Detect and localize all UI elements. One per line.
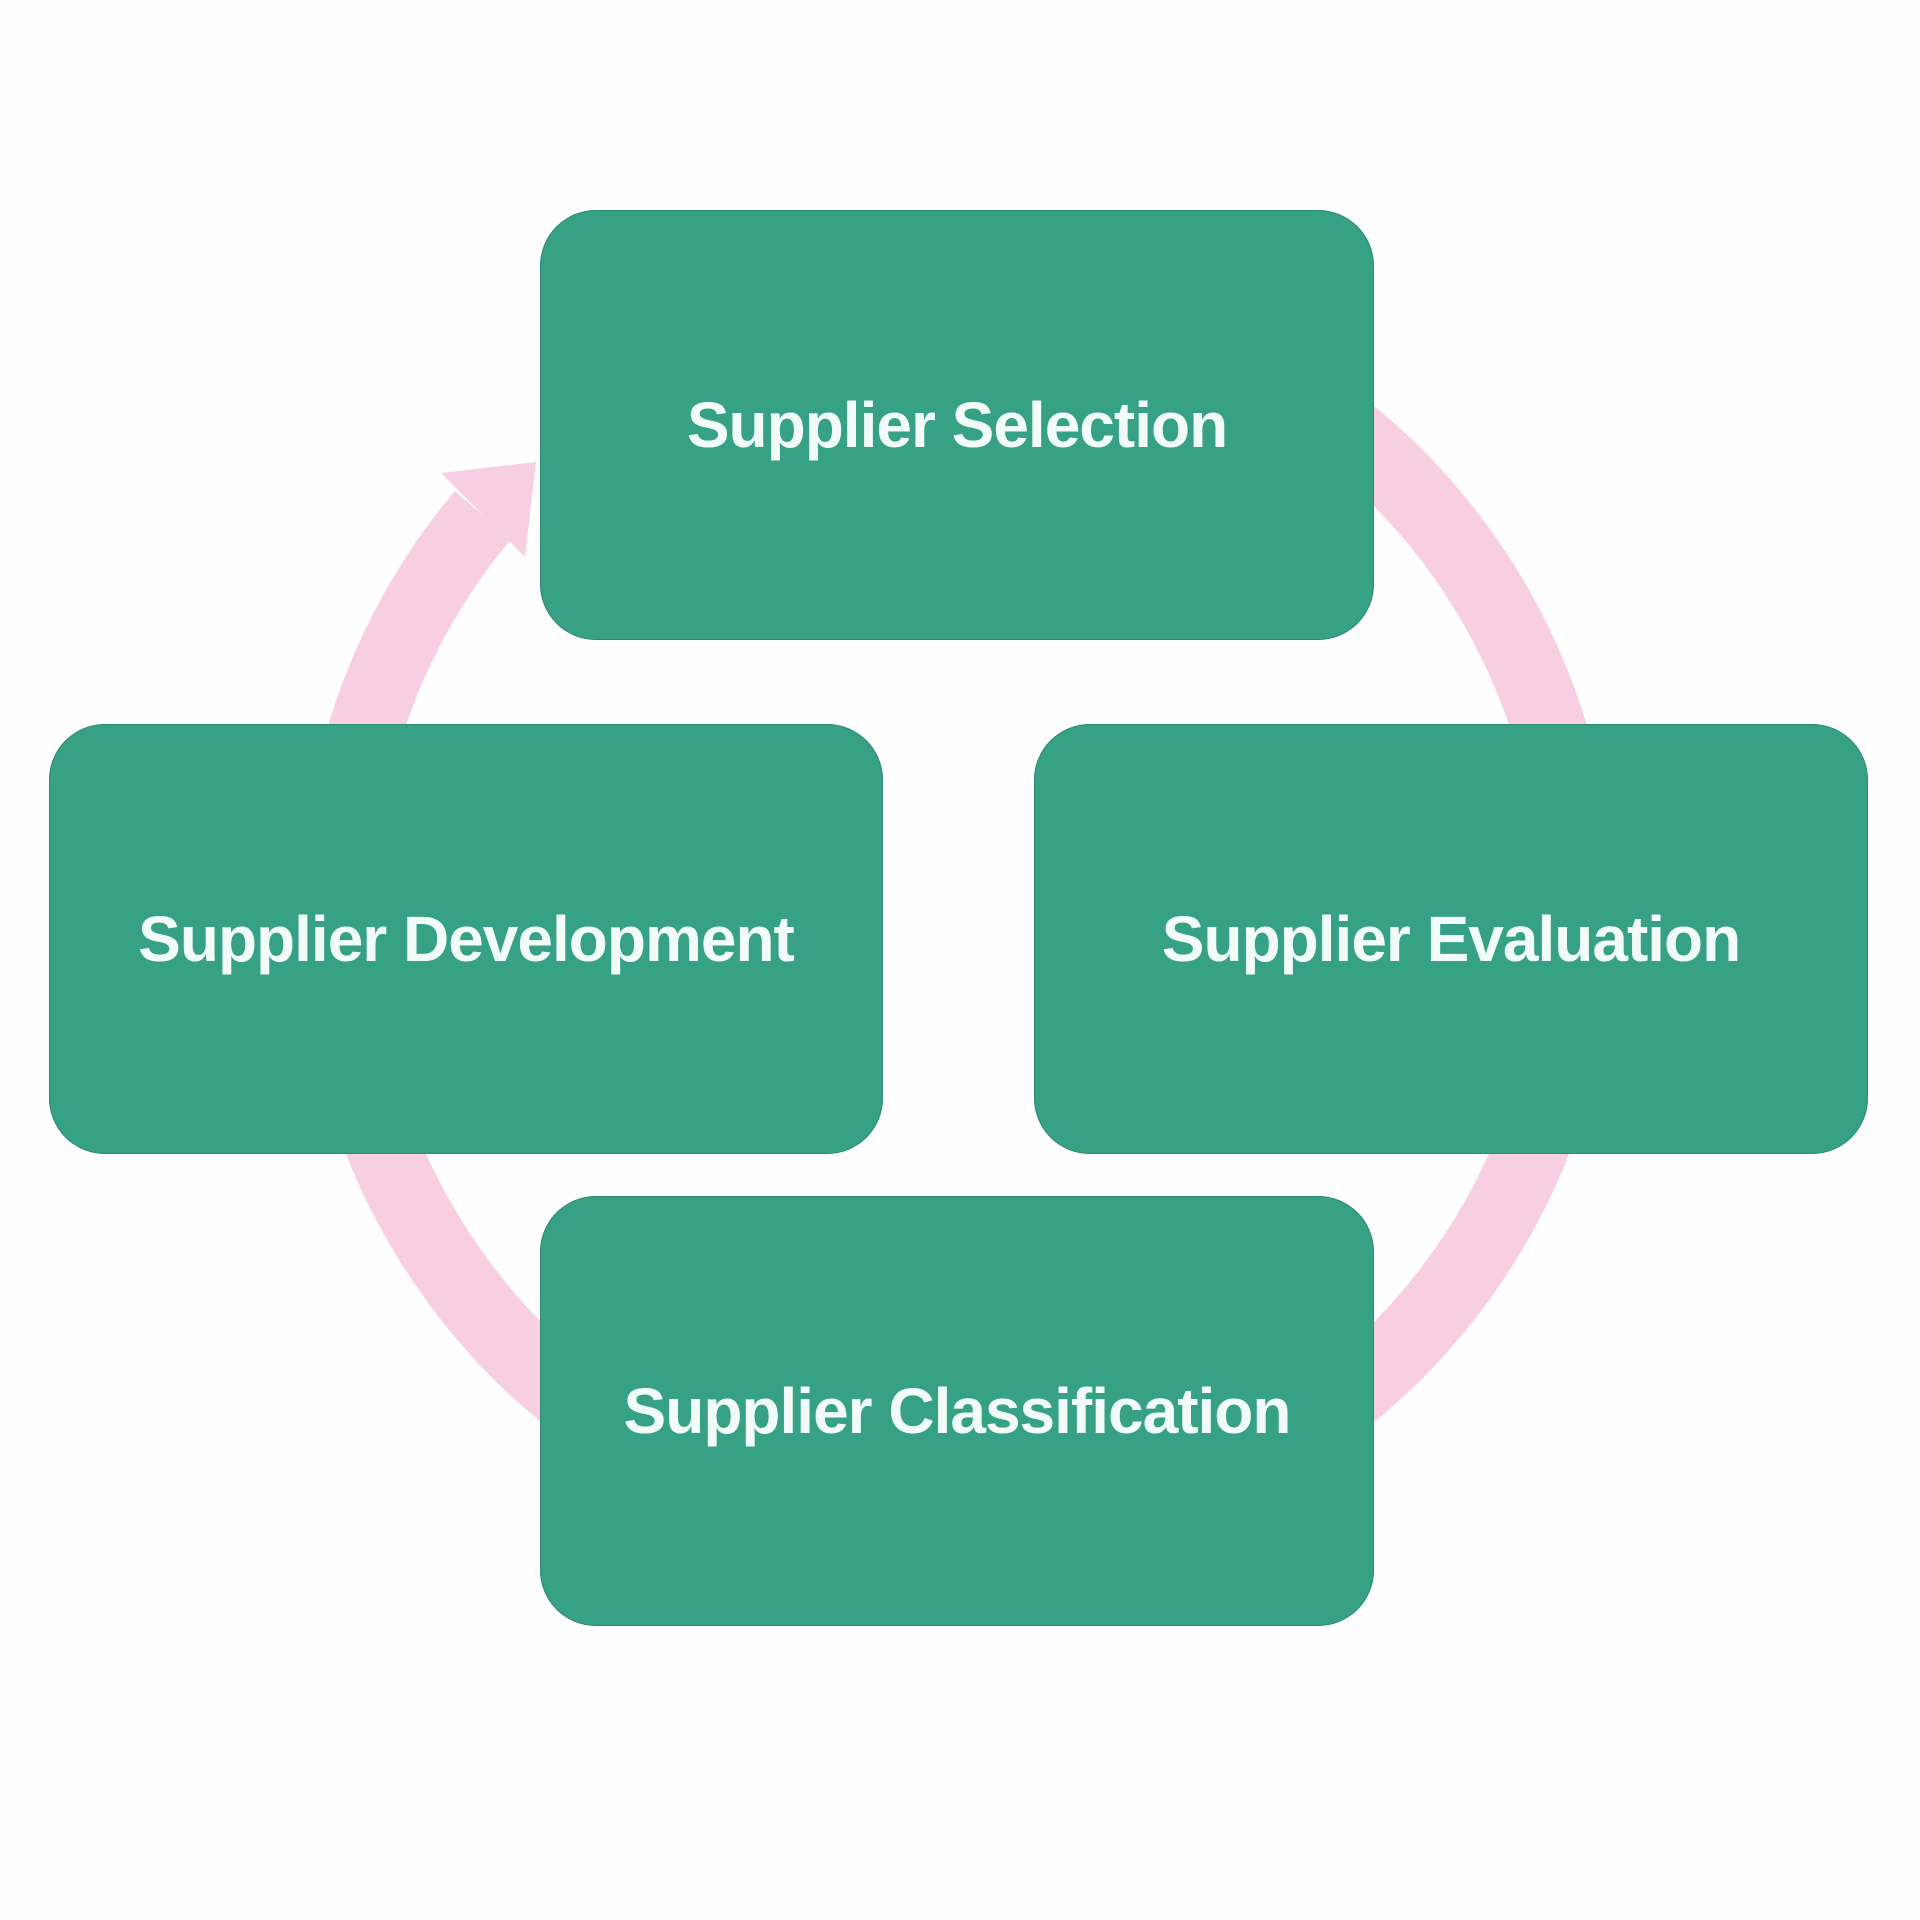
node-supplier-classification: Supplier Classification [540,1196,1374,1626]
node-label: Supplier Selection [686,388,1228,461]
node-supplier-development: Supplier Development [49,724,883,1154]
node-label: Supplier Development [138,902,795,975]
node-label: Supplier Classification [623,1374,1292,1447]
node-label: Supplier Evaluation [1161,902,1741,975]
node-supplier-evaluation: Supplier Evaluation [1034,724,1868,1154]
node-supplier-selection: Supplier Selection [540,210,1374,640]
arrow-head-icon [441,462,536,557]
